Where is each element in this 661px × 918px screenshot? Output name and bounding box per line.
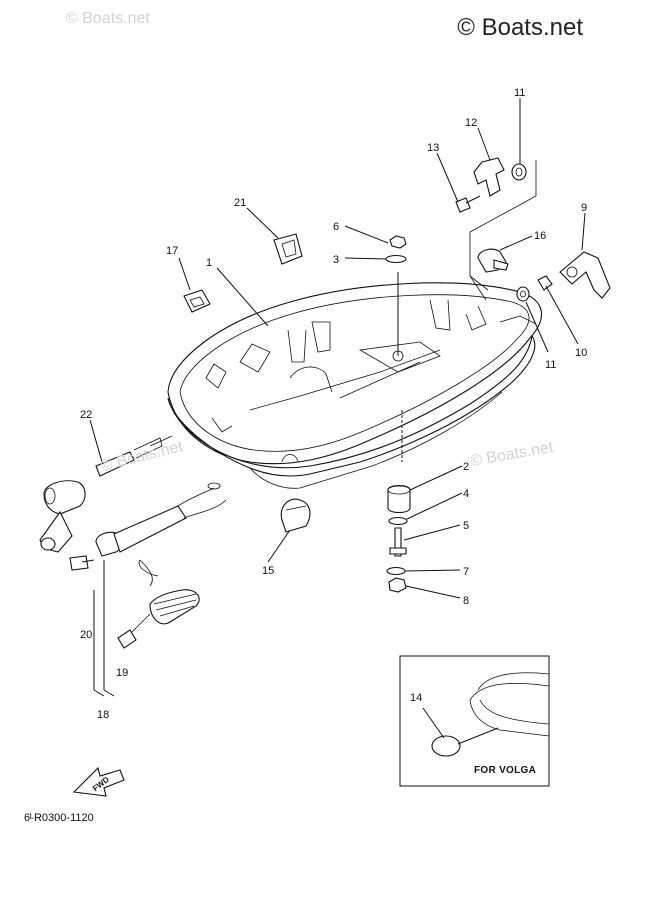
- bolt-stack[interactable]: [385, 235, 411, 593]
- callout-3: 3: [333, 254, 339, 266]
- grommet-17[interactable]: [183, 289, 211, 313]
- bracket-assembly[interactable]: [455, 157, 537, 301]
- lever-assembly[interactable]: [516, 251, 611, 302]
- callout-18: 18: [97, 709, 109, 721]
- inset-for-volga: [399, 655, 550, 787]
- grommet-21[interactable]: [273, 233, 303, 265]
- bottom-cowling[interactable]: [167, 282, 543, 489]
- inset-label: FOR VOLGA: [474, 765, 537, 776]
- callout-15: 15: [262, 565, 274, 577]
- diagram-code: 6ᴸR0300-1120: [24, 812, 94, 824]
- callout-8: 8: [463, 595, 469, 607]
- callout-10: 10: [575, 347, 587, 359]
- callout-11-right: 11: [545, 359, 556, 371]
- callout-2: 2: [463, 461, 469, 473]
- clamp-part[interactable]: [477, 248, 509, 273]
- fwd-arrow-icon: FWD: [72, 766, 125, 797]
- callout-numbers: 1 2 3 4 5 6 7 8 9 10 11 11 12 13 14 15 1…: [80, 87, 587, 721]
- callout-21: 21: [234, 197, 246, 209]
- plug-14[interactable]: [431, 735, 461, 757]
- stop-switch-assembly[interactable]: [39, 435, 227, 697]
- watermark-logo: © Boats.net: [457, 14, 583, 41]
- callout-13: 13: [427, 142, 439, 154]
- callout-5: 5: [463, 520, 469, 532]
- callout-1: 1: [206, 257, 212, 269]
- callout-19: 19: [116, 667, 128, 679]
- callout-16: 16: [534, 230, 546, 242]
- callout-17: 17: [166, 245, 178, 257]
- callout-9: 9: [581, 202, 587, 214]
- callout-6: 6: [333, 221, 339, 233]
- callout-7: 7: [463, 566, 469, 578]
- plug-15[interactable]: [280, 498, 311, 533]
- callout-4: 4: [463, 488, 469, 500]
- callout-20: 20: [80, 629, 92, 641]
- watermark-ghost: © Boats.net: [66, 10, 150, 27]
- callout-22: 22: [80, 409, 92, 421]
- callout-14: 14: [410, 692, 422, 704]
- leader-lines: [81, 98, 586, 599]
- callout-11-top: 11: [514, 87, 525, 99]
- callout-12: 12: [465, 117, 477, 129]
